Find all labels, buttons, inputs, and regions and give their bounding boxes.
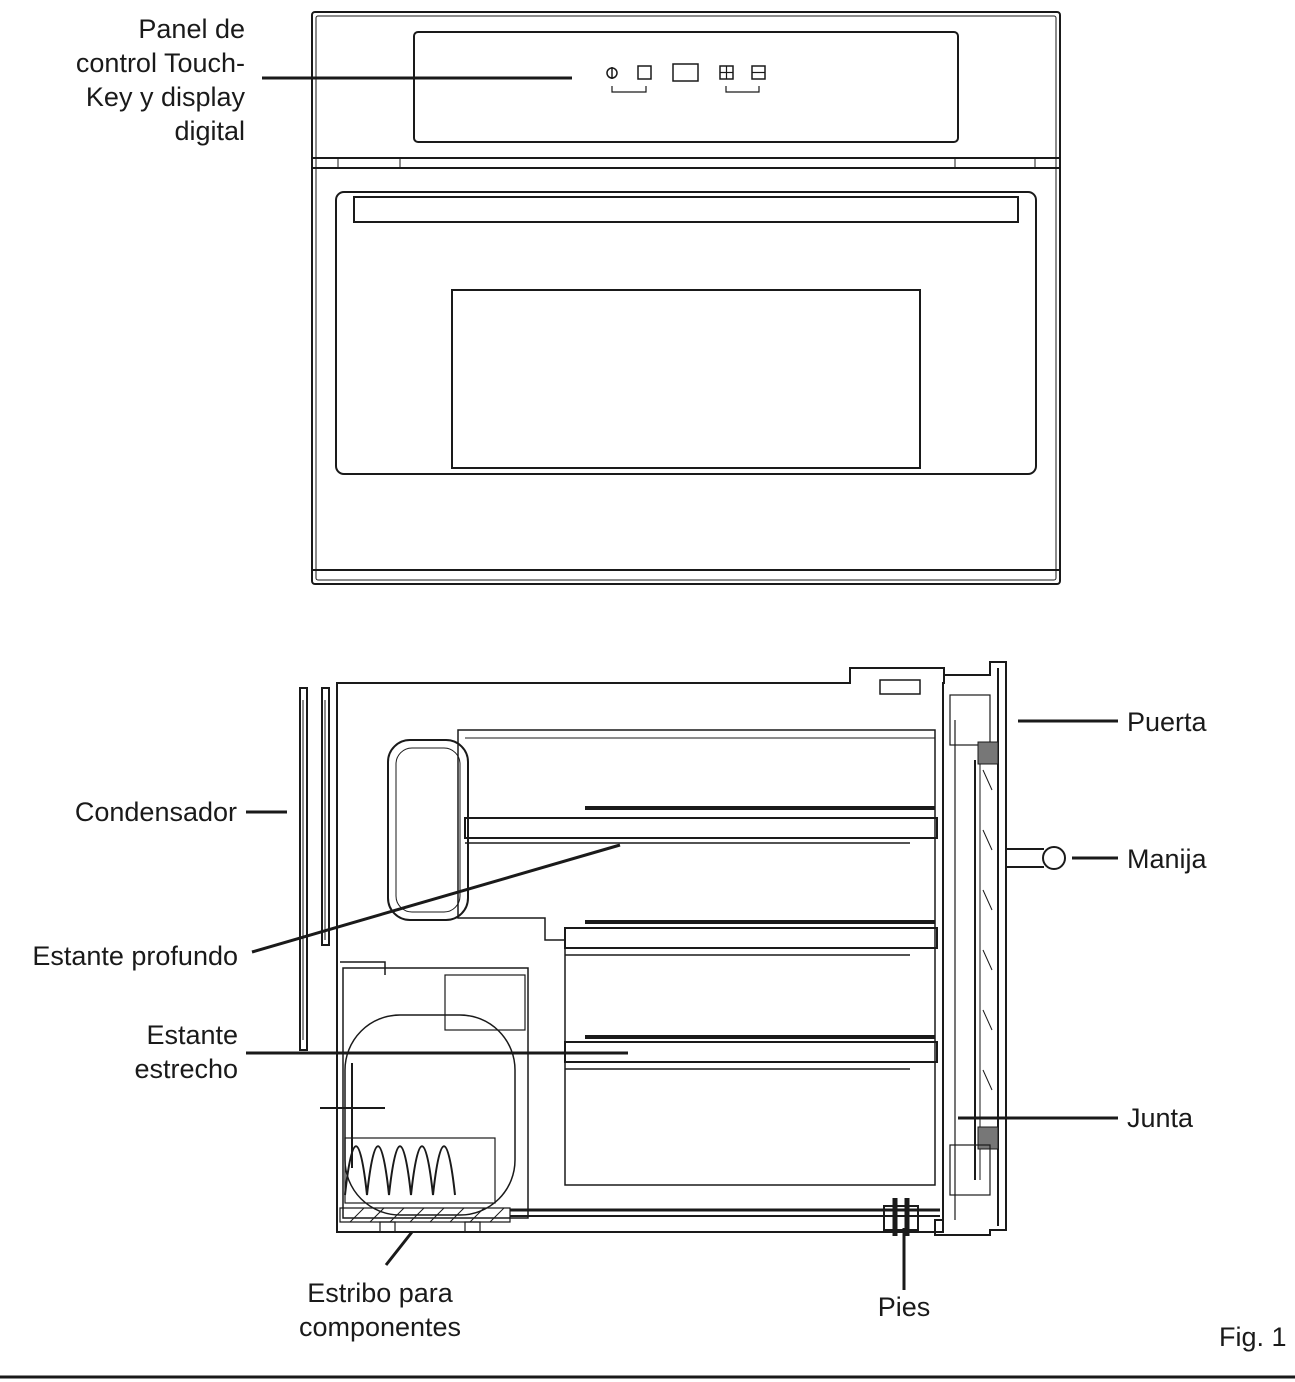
menu-key-icon — [637, 65, 652, 80]
label-deep-rack: Estante profundo — [32, 941, 238, 971]
front-door — [335, 191, 1037, 475]
leader-lines — [246, 76, 1118, 1290]
deep-rack — [464, 806, 938, 844]
side-door — [934, 661, 1007, 1236]
label-control-panel-line-3: Key y display — [85, 82, 245, 112]
label-feet: Pies — [877, 1292, 931, 1322]
foot — [883, 1205, 919, 1231]
label-condenser: Condensador — [74, 797, 237, 827]
control-panel — [413, 31, 959, 143]
label-door: Puerta — [1127, 707, 1207, 737]
middle-rack — [564, 920, 938, 956]
label-component-bracket: Estribo para componentes — [280, 1276, 480, 1344]
figure-caption: Fig. 1 — [1219, 1322, 1287, 1352]
label-narrow-rack-line-2: estrecho — [134, 1054, 238, 1084]
component-tank — [344, 1014, 516, 1216]
label-component-bracket-line-2: componentes — [298, 1312, 462, 1342]
label-gasket: Junta — [1127, 1103, 1194, 1133]
heating-coil — [344, 1145, 456, 1196]
label-control-panel: Panel de control Touch- Key y display di… — [76, 12, 245, 148]
label-narrow-rack: Estante estrecho — [134, 1018, 238, 1086]
oven-front-view — [311, 11, 1061, 585]
label-control-panel-line-4: digital — [174, 116, 245, 146]
condenser — [299, 687, 330, 1051]
label-component-bracket-line-1: Estribo para — [307, 1278, 453, 1308]
label-handle: Manija — [1127, 844, 1207, 874]
label-control-panel-line-2: control Touch- — [75, 48, 245, 78]
display-icon — [672, 63, 699, 82]
oven-side-view — [299, 661, 1066, 1236]
handle — [1006, 846, 1066, 870]
label-control-panel-line-1: Panel de — [138, 14, 245, 44]
power-icon — [606, 67, 618, 79]
door-window — [451, 289, 921, 469]
label-narrow-rack-line-1: Estante — [146, 1020, 238, 1050]
